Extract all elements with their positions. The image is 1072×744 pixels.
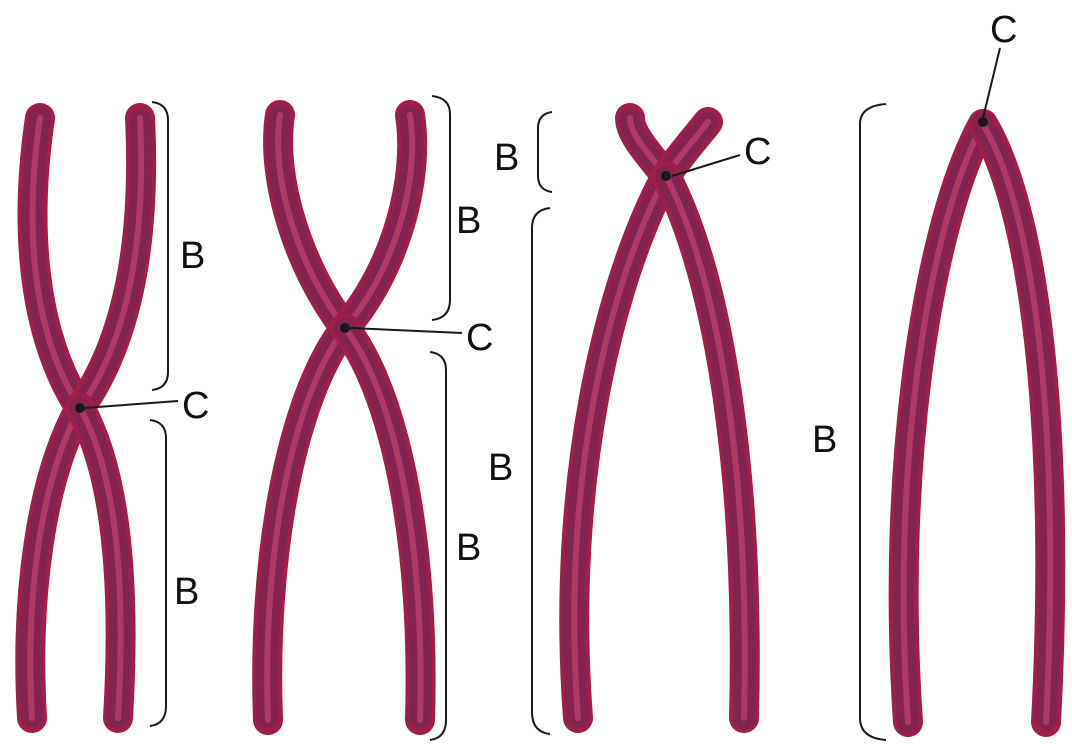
chromatid-lower-right bbox=[80, 408, 121, 718]
centromere-label: C bbox=[744, 131, 771, 173]
centromere-leader-line bbox=[983, 48, 1000, 118]
chromosome-metacentric: B B C bbox=[30, 102, 209, 726]
arm-bracket bbox=[860, 104, 886, 740]
centromere-dot bbox=[978, 117, 988, 127]
arm-bracket-lower bbox=[532, 208, 550, 734]
chromatid-lower-right bbox=[666, 176, 745, 718]
centromere-dot bbox=[661, 171, 671, 181]
chromosome-telocentric: B C bbox=[812, 9, 1050, 740]
chromatid-upper-right bbox=[345, 115, 412, 328]
centromere-leader-line bbox=[350, 328, 462, 333]
centromere-label: C bbox=[990, 9, 1017, 51]
chromatid-lower-right bbox=[345, 328, 421, 720]
chromatid-upper-left bbox=[278, 115, 345, 328]
arm-label-upper: B bbox=[180, 235, 205, 277]
chromatid-left bbox=[904, 124, 983, 722]
arm-label-lower: B bbox=[488, 447, 513, 489]
arm-bracket-lower bbox=[150, 420, 166, 726]
chromatid-upper-right bbox=[80, 118, 141, 408]
arm-label: B bbox=[812, 419, 837, 461]
centromere-dot bbox=[75, 403, 85, 413]
chromosome-acrocentric: B B C bbox=[488, 112, 771, 734]
centromere-label: C bbox=[182, 385, 209, 427]
arm-label-upper: B bbox=[456, 200, 481, 242]
arm-bracket-upper bbox=[538, 112, 552, 192]
chromatid-lower-left bbox=[574, 176, 666, 718]
arm-bracket-upper bbox=[432, 96, 450, 320]
chromosome-submetacentric: B B C bbox=[267, 96, 493, 740]
centromere-label: C bbox=[466, 317, 493, 359]
arm-label-upper: B bbox=[494, 137, 519, 179]
chromatid-upper-left bbox=[33, 118, 80, 408]
chromatid-lower-left bbox=[30, 408, 80, 718]
chromatid-lower-left bbox=[267, 328, 345, 720]
centromere-dot bbox=[340, 323, 350, 333]
arm-label-lower: B bbox=[174, 571, 199, 613]
chromatid-right bbox=[983, 124, 1050, 722]
arm-label-lower: B bbox=[456, 527, 481, 569]
